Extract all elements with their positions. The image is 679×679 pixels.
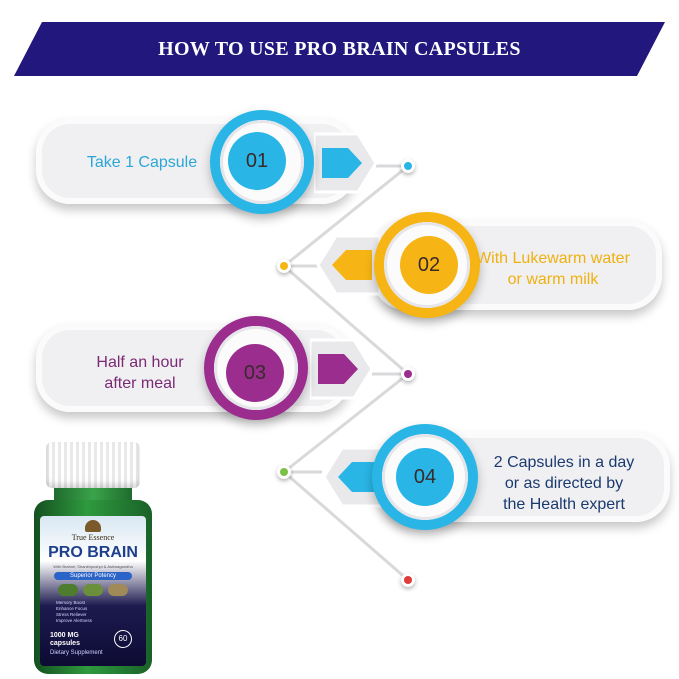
title-banner: HOW TO USE PRO BRAIN CAPSULES: [14, 22, 665, 76]
step-3-number: 03: [226, 344, 284, 402]
step-2-text-line-2: or warm milk: [507, 271, 599, 288]
product-ingredients: With Brahmi, Shankhpushpi & Ashwagandha: [53, 564, 133, 569]
bottle-cap: [46, 442, 140, 488]
step-1-text: Take 1 Capsule: [86, 154, 198, 171]
dose-label: 1000 MG capsules: [50, 632, 80, 648]
capsule-count: 60: [114, 630, 132, 648]
brand-name: True Essence: [71, 533, 115, 542]
step-1-number: 01: [228, 132, 286, 190]
brand-logo-icon: [85, 520, 101, 532]
herb-leaf-icon: [83, 584, 103, 596]
timeline-dot-4: [277, 465, 291, 479]
step-2-text-line-1: With Lukewarm water: [476, 250, 630, 267]
benefit-item: Memory Boost: [56, 600, 86, 605]
benefit-item: Enhance Focus: [56, 606, 88, 611]
benefit-item: Stress Reliever: [56, 612, 87, 617]
banner-shape: [14, 22, 665, 76]
timeline-dot-1: [401, 159, 415, 173]
dose-mg: 1000 MG: [50, 632, 79, 639]
step-4-text-line-3: the Health expert: [503, 496, 625, 513]
page-title: HOW TO USE PRO BRAIN CAPSULES: [158, 37, 521, 60]
product-name: PRO BRAIN: [48, 544, 138, 561]
timeline-dot-3: [401, 367, 415, 381]
left-arrow-icon: [322, 446, 386, 508]
step-3-text-line-2: after meal: [104, 375, 176, 392]
left-arrow-icon: [316, 234, 380, 296]
dose-unit: capsules: [50, 640, 80, 647]
herb-leaf-icon: [58, 584, 78, 596]
benefit-item: Improve Alertness: [56, 618, 93, 623]
step-4-text-line-2: or as directed by: [504, 475, 624, 492]
step-2-number: 02: [400, 236, 458, 294]
potency-badge: Superior Potency: [54, 572, 132, 580]
timeline-dot-2: [277, 259, 291, 273]
benefits-list: Memory Boost Enhance Focus Stress Reliev…: [56, 600, 136, 624]
herb-root-icon: [108, 584, 128, 596]
product-bottle: True Essence PRO BRAIN With Brahmi, Shan…: [34, 442, 152, 674]
right-arrow-icon: [310, 338, 374, 400]
step-4-text-line-1: 2 Capsules in a day: [493, 454, 635, 471]
timeline-dot-5: [401, 573, 415, 587]
right-arrow-icon: [314, 132, 378, 194]
step-3-text-line-1: Half an hour: [96, 354, 184, 371]
bottle-label: True Essence PRO BRAIN With Brahmi, Shan…: [40, 516, 146, 666]
step-4-number: 04: [396, 448, 454, 506]
supplement-type: Dietary Supplement: [50, 650, 103, 656]
